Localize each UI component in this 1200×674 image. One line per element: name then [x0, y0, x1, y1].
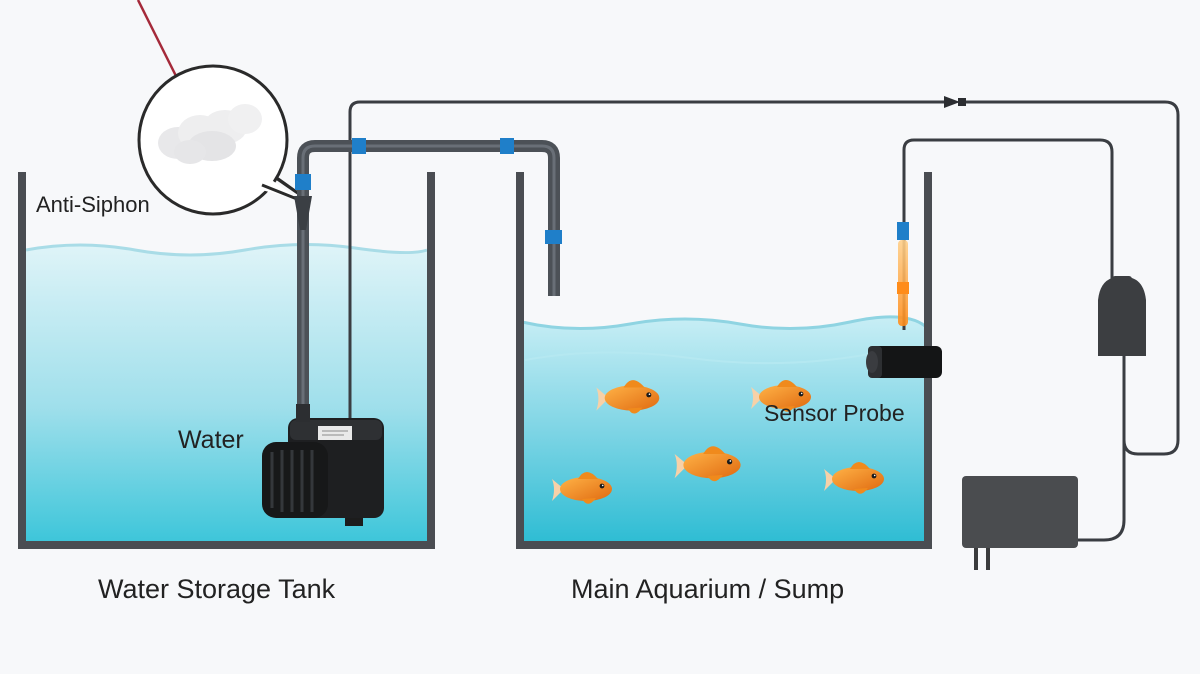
- tube-fitting: [352, 138, 366, 154]
- storage-tank-walls: [18, 172, 435, 549]
- anti-siphon-valve: [294, 196, 312, 230]
- submersible-pump-icon: [262, 404, 384, 526]
- controller-plug-icon: [1098, 276, 1146, 356]
- water-pump-label: Water: [178, 426, 244, 454]
- storage-tank-surface: [25, 242, 428, 257]
- sensor-cable-right: [966, 100, 1180, 456]
- power-cable: [1078, 356, 1126, 542]
- anti-siphon-pointer: [136, 0, 178, 77]
- cable-connector: [944, 96, 960, 108]
- tube-fitting: [545, 230, 562, 244]
- main-aquarium-label: Main Aquarium / Sump: [571, 574, 845, 604]
- tube-fitting: [500, 138, 514, 154]
- probe-cable: [902, 138, 1114, 330]
- power-adapter-icon: [962, 476, 1078, 570]
- sensor-cable-left: [348, 100, 950, 420]
- sensor-probe-label: Sensor Probe: [764, 400, 905, 426]
- anti-siphon-label: Anti-Siphon: [36, 192, 150, 217]
- sensor-probe-icon: [866, 346, 942, 378]
- aquarium-water: [522, 316, 925, 541]
- aquarium-surface: [521, 315, 926, 331]
- storage-tank-label: Water Storage Tank: [98, 574, 336, 604]
- anti-siphon-foam-icon: [158, 104, 262, 164]
- tube-fitting: [295, 174, 311, 190]
- callout-bubble-icon: [137, 64, 304, 216]
